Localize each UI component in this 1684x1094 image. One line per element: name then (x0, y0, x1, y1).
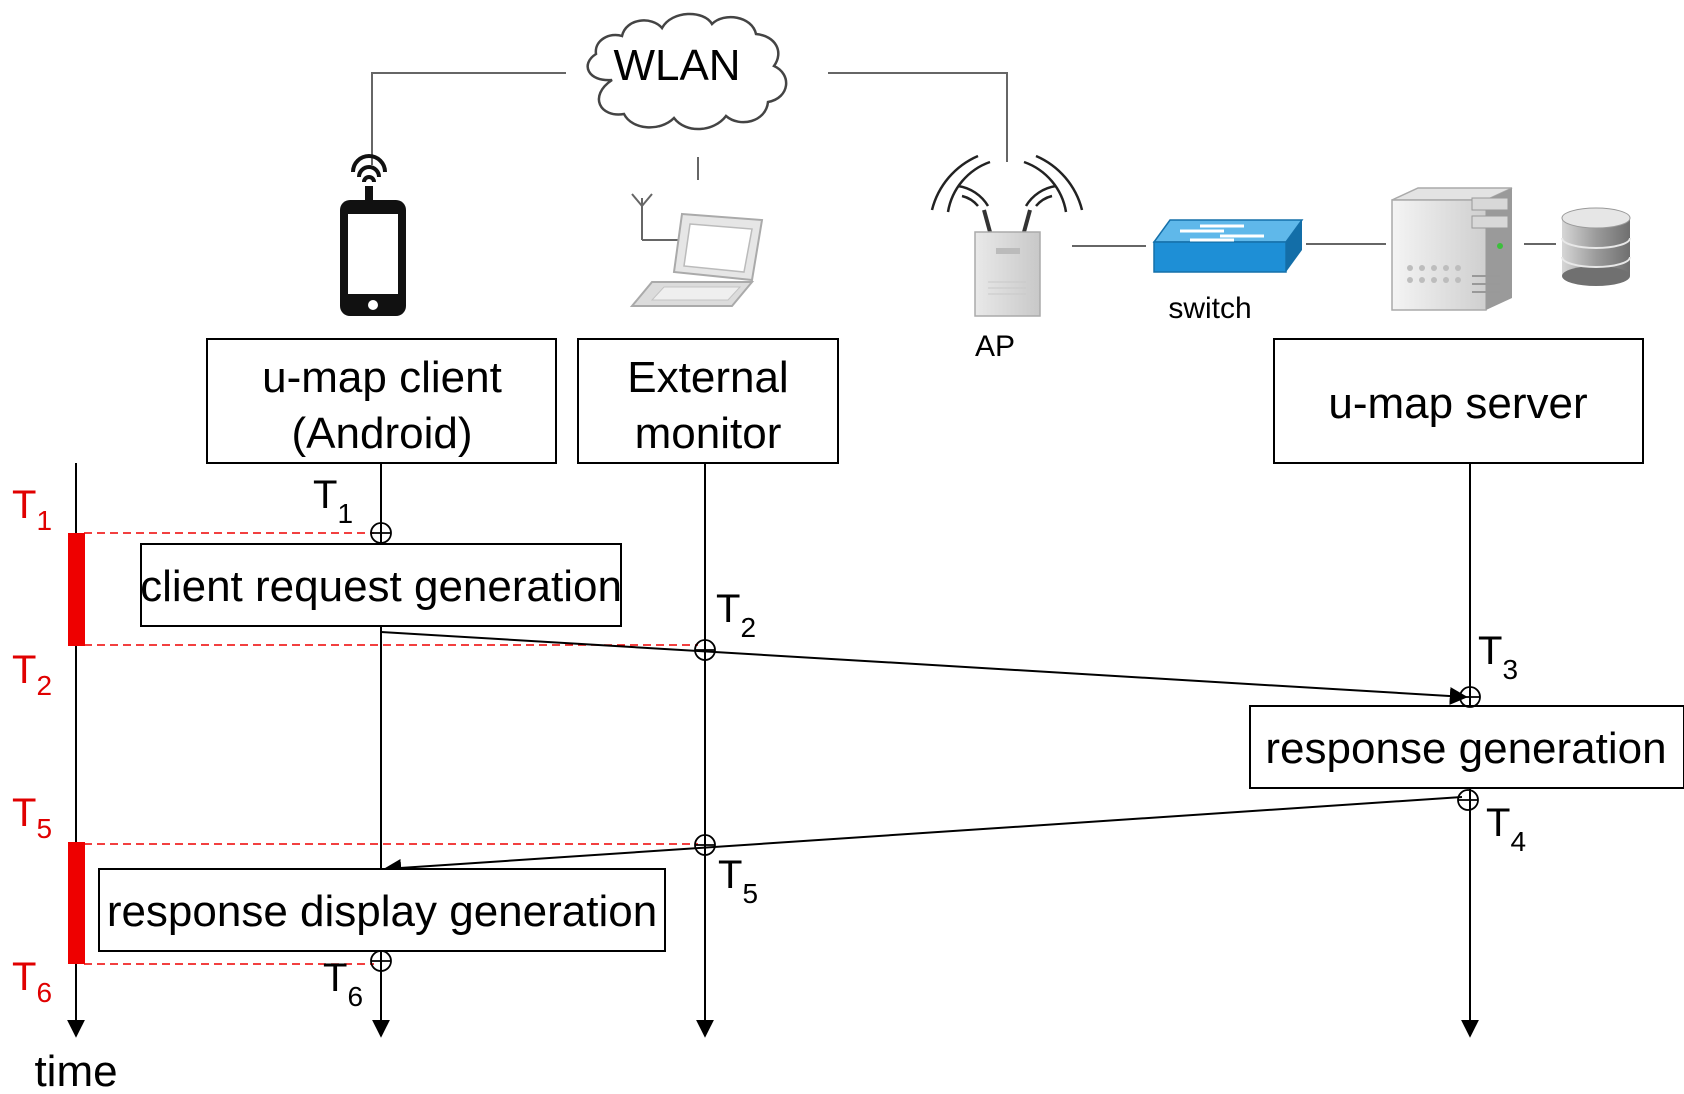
response-display-duration-bar (68, 842, 85, 964)
participant-client: u-map client (Android) (206, 338, 557, 464)
t6-label: T6 (323, 956, 363, 1012)
activity-response-generation: response generation (1249, 705, 1684, 789)
t3-label: T3 (1478, 629, 1518, 685)
monitor-label-line2: monitor (635, 409, 782, 458)
smartphone-icon (340, 154, 406, 316)
participant-monitor: External monitor (577, 338, 839, 464)
client-label-line1: u-map client (262, 353, 502, 402)
t1-marker (370, 522, 392, 544)
switch-icon (1152, 219, 1304, 273)
server-label: u-map server (1328, 379, 1587, 428)
t2-marker (694, 639, 716, 661)
laptop-icon (629, 193, 764, 307)
axis-mark-t6: T6 (12, 955, 52, 1008)
response-generation-label: response generation (1265, 724, 1666, 773)
messages (380, 631, 1468, 877)
activity-client-request: client request generation (140, 543, 622, 627)
request-message-arrow (380, 631, 1468, 706)
t3-marker (1459, 686, 1481, 708)
t1-label: T1 (313, 473, 353, 529)
response-display-label: response display generation (107, 887, 657, 936)
network-topology: WLAN (340, 12, 1631, 363)
ap-label: AP (975, 330, 1015, 363)
client-request-label: client request generation (140, 562, 622, 611)
t4-label: T4 (1486, 801, 1526, 857)
t5-label: T5 (718, 853, 758, 909)
time-axis-label: time (34, 1047, 117, 1094)
cloud-to-ap-link (828, 72, 1008, 162)
database-icon (1561, 207, 1631, 286)
response-message-arrow (383, 796, 1463, 877)
t4-marker (1457, 789, 1479, 811)
access-point-icon (930, 154, 1084, 317)
axis-mark-t1: T1 (12, 483, 52, 536)
axis-mark-t5: T5 (12, 791, 52, 844)
client-request-duration-bar (68, 533, 85, 646)
t5-marker (694, 834, 716, 856)
client-label-line2: (Android) (292, 409, 473, 458)
timestamp-markers (370, 522, 1481, 972)
monitor-label-line1: External (627, 353, 788, 402)
wlan-cloud-icon: WLAN (586, 12, 788, 131)
participant-server: u-map server (1273, 338, 1644, 464)
phone-to-cloud-link (371, 72, 566, 165)
server-icon (1391, 187, 1513, 311)
t6-marker (370, 950, 392, 972)
axis-mark-t2: T2 (12, 648, 52, 701)
t2-label: T2 (716, 587, 756, 643)
activity-response-display: response display generation (98, 868, 666, 952)
switch-label: switch (1168, 292, 1251, 325)
wlan-label: WLAN (613, 41, 740, 90)
